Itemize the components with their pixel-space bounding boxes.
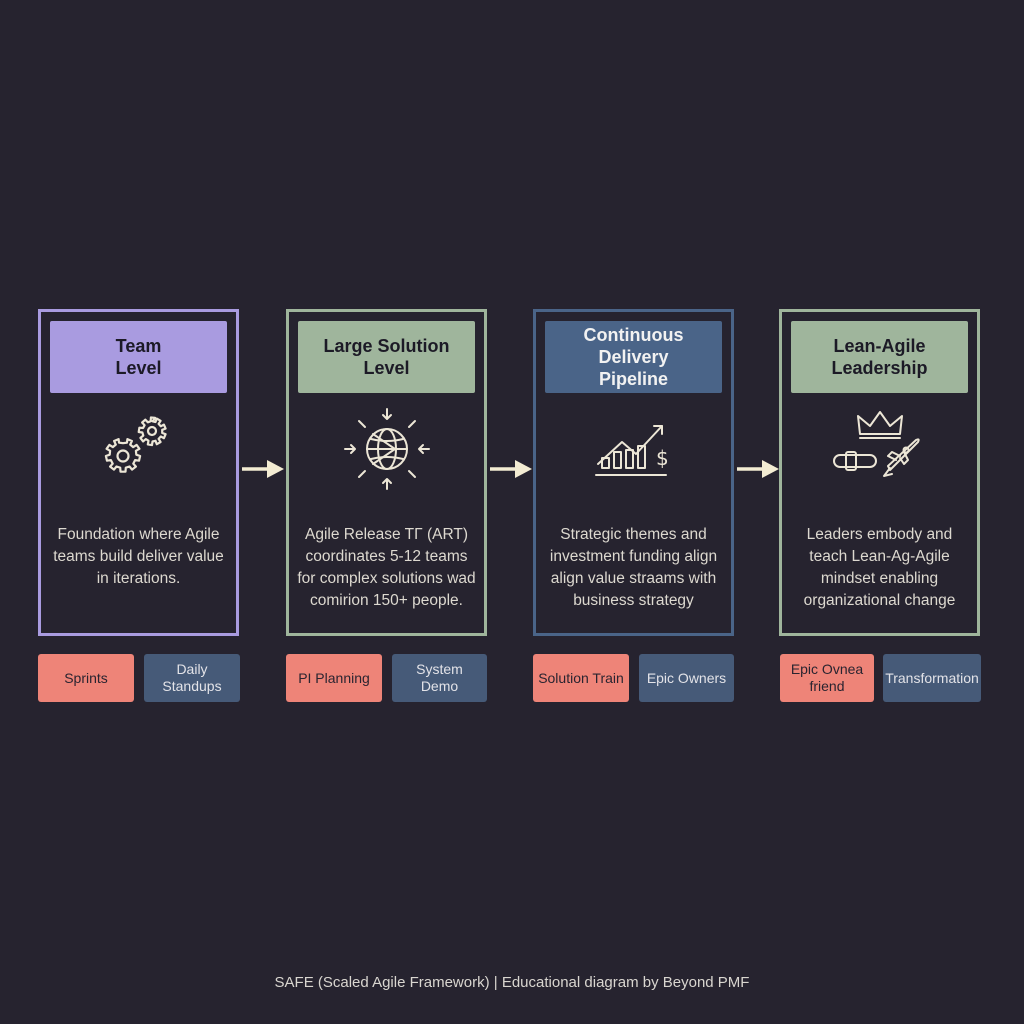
card-description: Leaders embody and teach Lean-Ag-Agile m… <box>803 526 956 609</box>
card-title: Team Level <box>50 321 227 393</box>
tag-sprints: Sprints <box>38 654 134 702</box>
tag-daily-standups: Daily Standups <box>144 654 240 702</box>
tag-solution-train: Solution Train <box>533 654 629 702</box>
card-description: Agile Release TΓ (ART) coordinates 5-12 … <box>297 526 476 609</box>
card-title: Continuous Delivery Pipeline <box>545 321 722 393</box>
card-lean-agile-leadership: Lean-Agile Leadership Leaders embody and… <box>779 309 980 636</box>
flow-arrow-2 <box>490 460 532 478</box>
card-title: Large Solution Level <box>298 321 475 393</box>
card-continuous-delivery-pipeline: Continuous Delivery Pipeline $ Strategic… <box>533 309 734 636</box>
card-team-level: Team Level Foundation where Agile teams … <box>38 309 239 636</box>
crown-rocket-icon <box>833 411 920 477</box>
tag-epic-owners-friend: Epic Ovnea friend <box>780 654 874 702</box>
card-description: Foundation where Agile teams build deliv… <box>53 526 224 587</box>
tag-system-demo: System Demo <box>392 654 487 702</box>
tag-transformation: Transformation <box>883 654 981 702</box>
growth-chart-dollar-icon: $ <box>595 425 669 476</box>
flow-arrow-1 <box>242 460 284 478</box>
gears-icon <box>104 416 167 473</box>
tag-epic-owners: Epic Owners <box>639 654 734 702</box>
footer-caption: SAFE (Scaled Agile Framework) | Educatio… <box>274 974 750 991</box>
globe-arrows-icon <box>344 408 430 490</box>
svg-text:$: $ <box>656 446 669 470</box>
card-title: Lean-Agile Leadership <box>791 321 968 393</box>
tag-pi-planning: PI Planning <box>286 654 382 702</box>
card-large-solution-level: Large Solution Level Agile Release TΓ (A… <box>286 309 487 636</box>
flow-arrow-3 <box>737 460 779 478</box>
card-description: Strategic themes and investment funding … <box>549 526 718 609</box>
